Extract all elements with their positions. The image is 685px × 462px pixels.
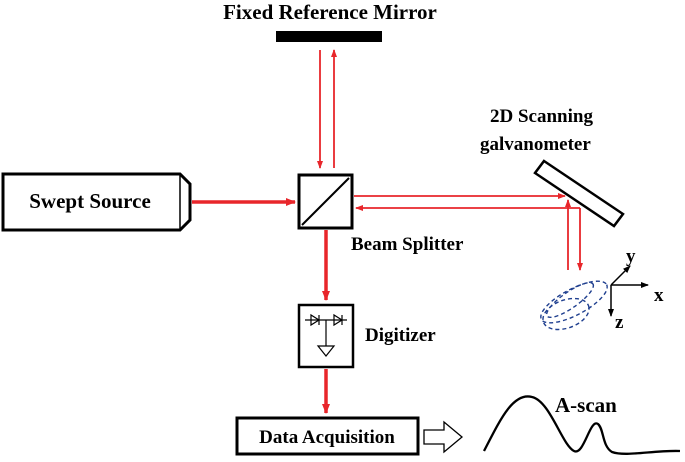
galvo-label-line2: galvanometer (480, 134, 591, 155)
axis-y-label: y (626, 246, 636, 267)
hollow-right-arrow-icon (423, 420, 464, 454)
ascan-waveform (482, 395, 681, 455)
fixed-reference-mirror (276, 31, 382, 42)
ascan-label: A-scan (555, 393, 617, 417)
photodiode-pair-icon (305, 313, 347, 357)
swept-source-box (1, 172, 192, 232)
mirror-label: Fixed Reference Mirror (223, 0, 437, 24)
galvo-label-line1: 2D Scanning (490, 106, 593, 127)
scan-pattern-icon (540, 280, 608, 331)
data-acquisition-label: Data Acquisition (259, 427, 395, 448)
beam-splitter (297, 173, 354, 230)
beam-splitter-label: Beam Splitter (351, 234, 464, 255)
data-acquisition-box (235, 416, 420, 456)
coordinate-axes (608, 265, 649, 317)
digitizer-label: Digitizer (365, 325, 436, 346)
scanning-galvanometer (533, 159, 625, 228)
axis-x-label: x (654, 285, 664, 306)
swept-source-label: Swept Source (29, 189, 151, 213)
axis-z-label: z (615, 312, 624, 333)
